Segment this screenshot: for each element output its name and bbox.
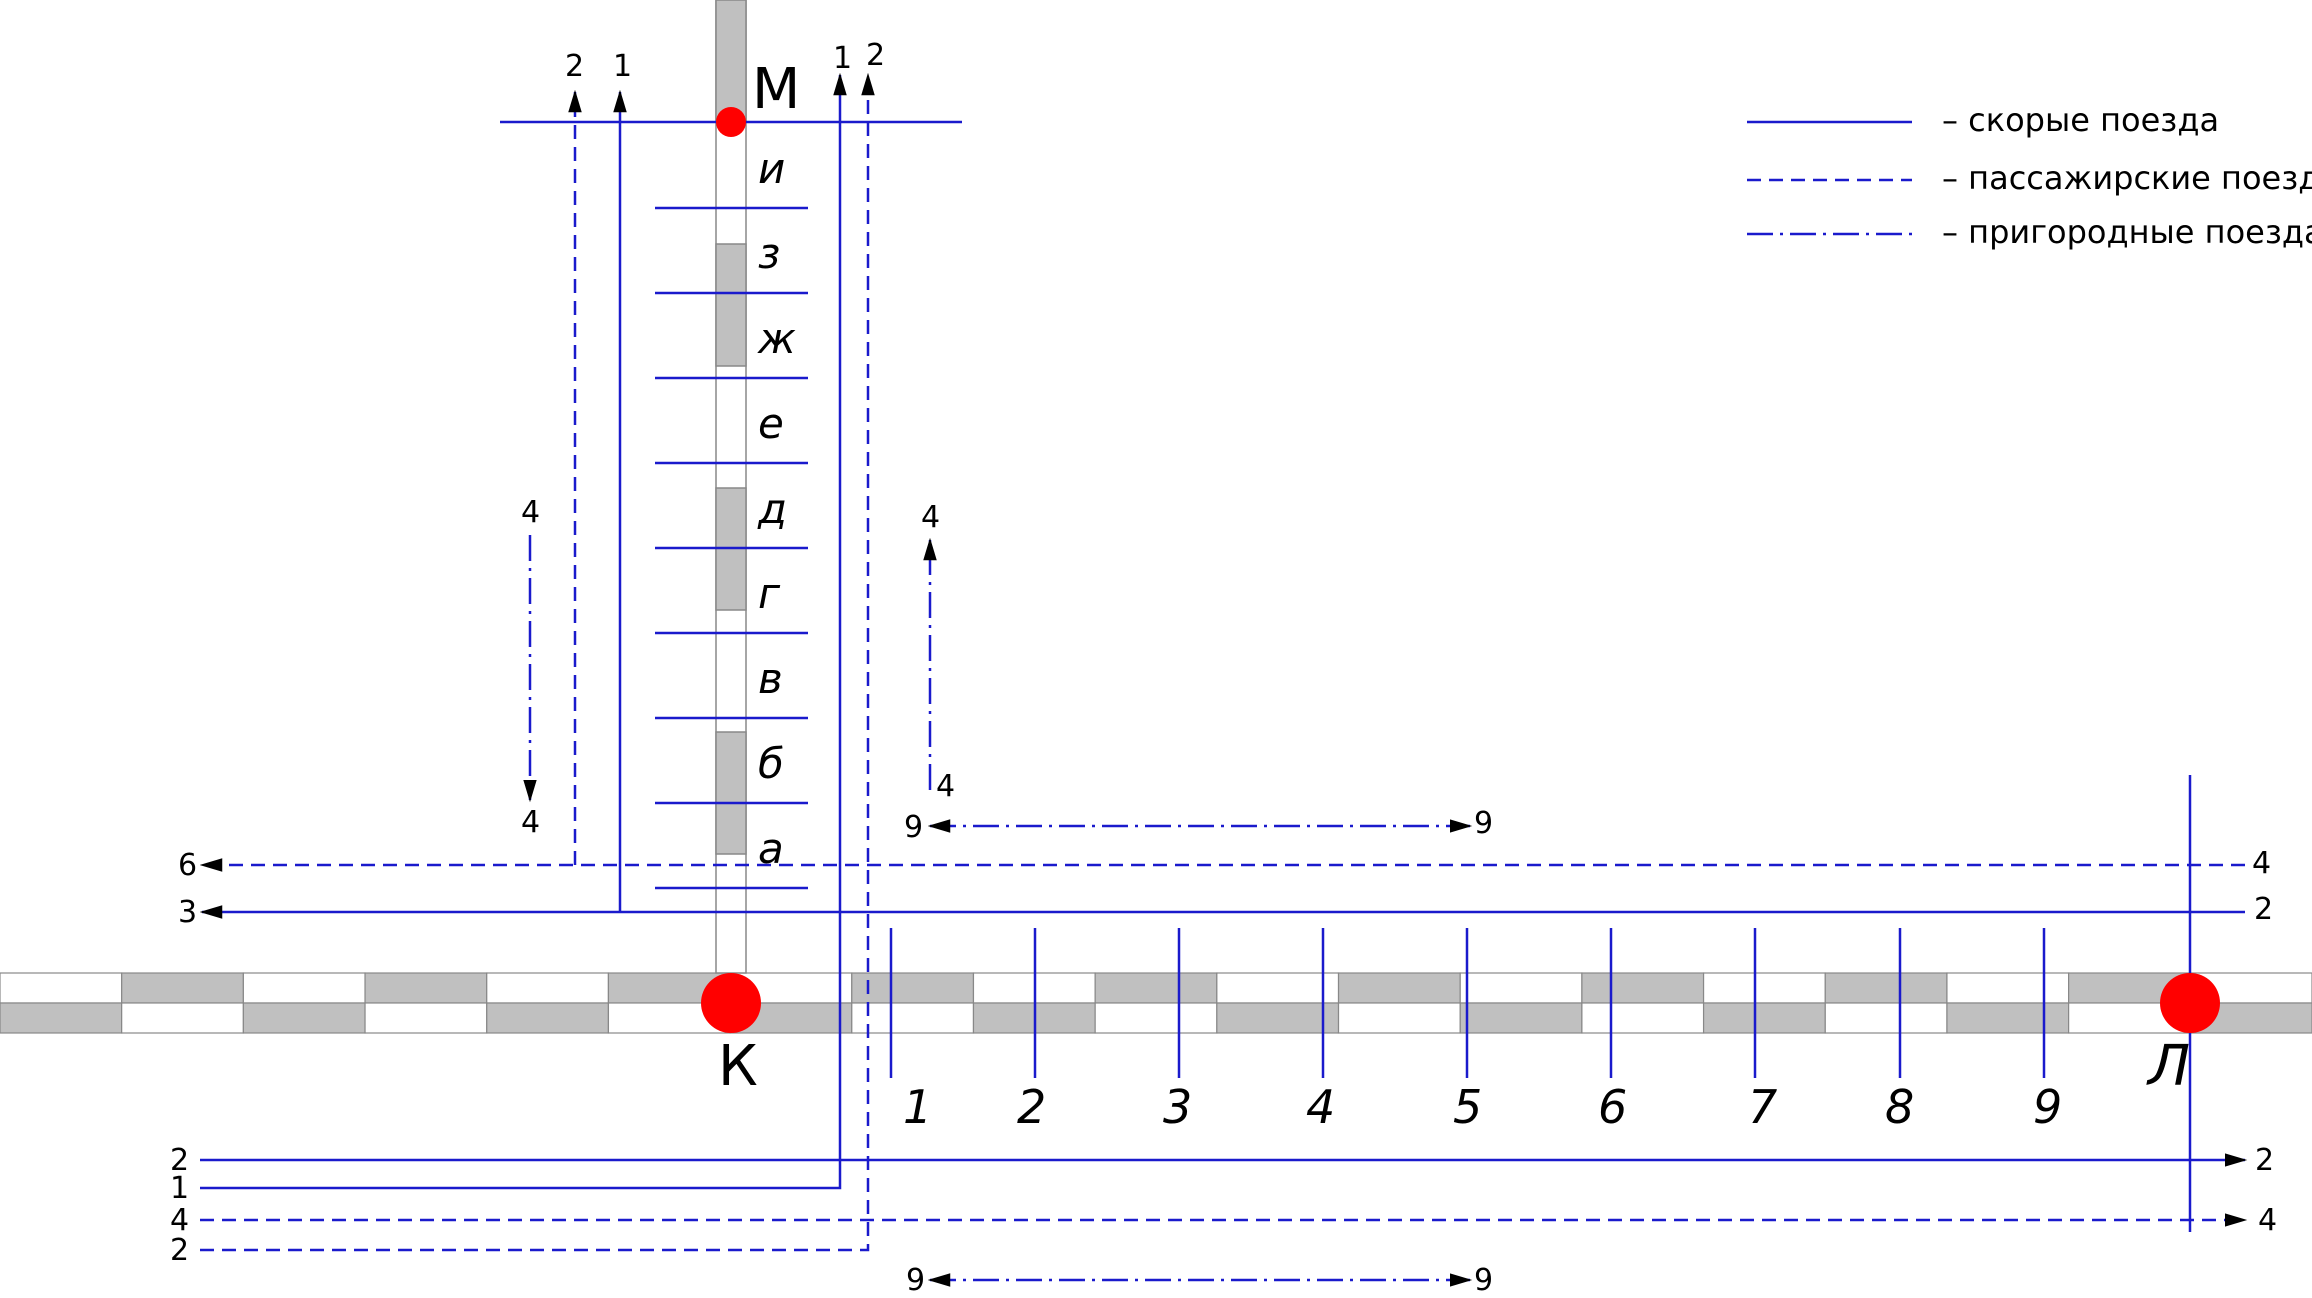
- legend: – скорые поезда – пассажирские поезда – …: [1747, 101, 2312, 251]
- label-top-left-fast: 1: [613, 49, 632, 84]
- label-left-sub-top: 4: [521, 495, 540, 530]
- route-top-right-fast: [200, 72, 847, 1190]
- label-bottom1-left: 2: [170, 1143, 189, 1178]
- track-block: [1459, 972, 1583, 1004]
- track-block: [242, 972, 366, 1004]
- label-top-left-passenger: 2: [565, 49, 584, 84]
- track-block: [0, 1002, 123, 1034]
- track-block: [121, 1002, 244, 1034]
- track-block: [1581, 1002, 1705, 1034]
- track-block: [1459, 1002, 1583, 1034]
- track-block: [1094, 972, 1218, 1004]
- vertical-segment-separators: [500, 120, 962, 890]
- track-block: [1824, 972, 1948, 1004]
- segment-label-d: д: [757, 484, 787, 533]
- label-bottom3-left: 4: [170, 1203, 189, 1238]
- segment-label-g: г: [758, 569, 781, 618]
- segment-label-9: 9: [2033, 1080, 2062, 1134]
- label-bottom3-right: 4: [2258, 1203, 2277, 1238]
- segment-label-b: б: [758, 739, 784, 788]
- segment-label-7: 7: [1748, 1080, 1777, 1134]
- track-block: [121, 972, 244, 1004]
- route-top-right-passenger: [200, 72, 875, 1252]
- track-block: [1824, 1002, 1948, 1034]
- label-lower-sub-right: 9: [1474, 1263, 1493, 1298]
- segment-label-4: 4: [1306, 1080, 1335, 1134]
- segment-label-zh: ж: [757, 314, 796, 363]
- track-block: [0, 972, 123, 1004]
- segment-label-i: и: [758, 144, 785, 193]
- station-m-marker: [716, 107, 746, 137]
- track-block: [1337, 1002, 1461, 1034]
- label-top-right-passenger: 2: [866, 38, 885, 73]
- segment-label-v: в: [758, 654, 783, 703]
- vertical-track: [715, 0, 747, 974]
- segment-label-1: 1: [903, 1080, 932, 1134]
- track-block: [1337, 972, 1461, 1004]
- label-mid-sub-bottom: 4: [936, 769, 955, 804]
- horizontal-segment-labels: 1 2 3 4 5 6 7 8 9: [903, 1080, 2062, 1134]
- track-block: [1946, 972, 2070, 1004]
- track-block: [851, 972, 975, 1004]
- label-upper-sub-left: 9: [904, 810, 923, 845]
- label-row6-left: 6: [178, 848, 197, 883]
- vertical-segment-labels: и з ж е д г в б а: [757, 144, 796, 873]
- track-block: [1702, 972, 1826, 1004]
- track-block: [364, 972, 488, 1004]
- station-l-marker: [2160, 973, 2220, 1033]
- track-block: [1581, 972, 1705, 1004]
- legend-fast-label: – скорые поезда: [1942, 101, 2219, 139]
- segment-label-3: 3: [1163, 1080, 1192, 1134]
- track-block: [364, 1002, 488, 1034]
- segment-label-e: е: [758, 399, 784, 448]
- track-block: [486, 1002, 610, 1034]
- station-l-label: Л: [2146, 1034, 2190, 1099]
- label-top-right-fast: 1: [833, 41, 852, 76]
- track-block: [242, 1002, 366, 1034]
- track-block: [1094, 1002, 1218, 1034]
- route-labels: 2 1 1 2 4 4 4 4 9 9 6 4 3 2 2 2 1 4 4 2 …: [170, 38, 2277, 1298]
- track-block: [486, 972, 610, 1004]
- horizontal-segment-ticks: [889, 928, 2046, 1078]
- label-mid-sub-top: 4: [921, 500, 940, 535]
- track-block: [1216, 972, 1340, 1004]
- label-row3-left: 3: [178, 895, 197, 930]
- track-block: [1216, 1002, 1340, 1034]
- segment-label-2: 2: [1017, 1080, 1046, 1134]
- track-block: [1946, 1002, 2070, 1034]
- legend-suburban-label: – пригородные поезда: [1942, 213, 2312, 251]
- segment-label-8: 8: [1885, 1080, 1914, 1134]
- label-bottom1-right: 2: [2255, 1143, 2274, 1178]
- train-routes: [199, 72, 2248, 1287]
- segment-label-z: з: [758, 229, 780, 278]
- label-bottom4-left: 2: [170, 1233, 189, 1268]
- track-block: [1702, 1002, 1826, 1034]
- track-block: [851, 1002, 975, 1034]
- station-k-marker: [701, 973, 761, 1033]
- label-row6-right: 4: [2252, 846, 2271, 881]
- stations: М К Л: [701, 57, 2220, 1099]
- label-row3-right: 2: [2254, 892, 2273, 927]
- legend-passenger-label: – пассажирские поезда: [1942, 159, 2312, 197]
- label-upper-sub-right: 9: [1474, 806, 1493, 841]
- label-bottom2-left: 1: [170, 1171, 189, 1206]
- segment-label-5: 5: [1453, 1080, 1482, 1134]
- station-k-label: К: [718, 1034, 758, 1099]
- label-left-sub-bottom: 4: [521, 805, 540, 840]
- horizontal-track: [0, 972, 2312, 1034]
- station-m-label: М: [752, 57, 800, 122]
- segment-label-6: 6: [1598, 1080, 1627, 1134]
- label-lower-sub-left: 9: [906, 1263, 925, 1298]
